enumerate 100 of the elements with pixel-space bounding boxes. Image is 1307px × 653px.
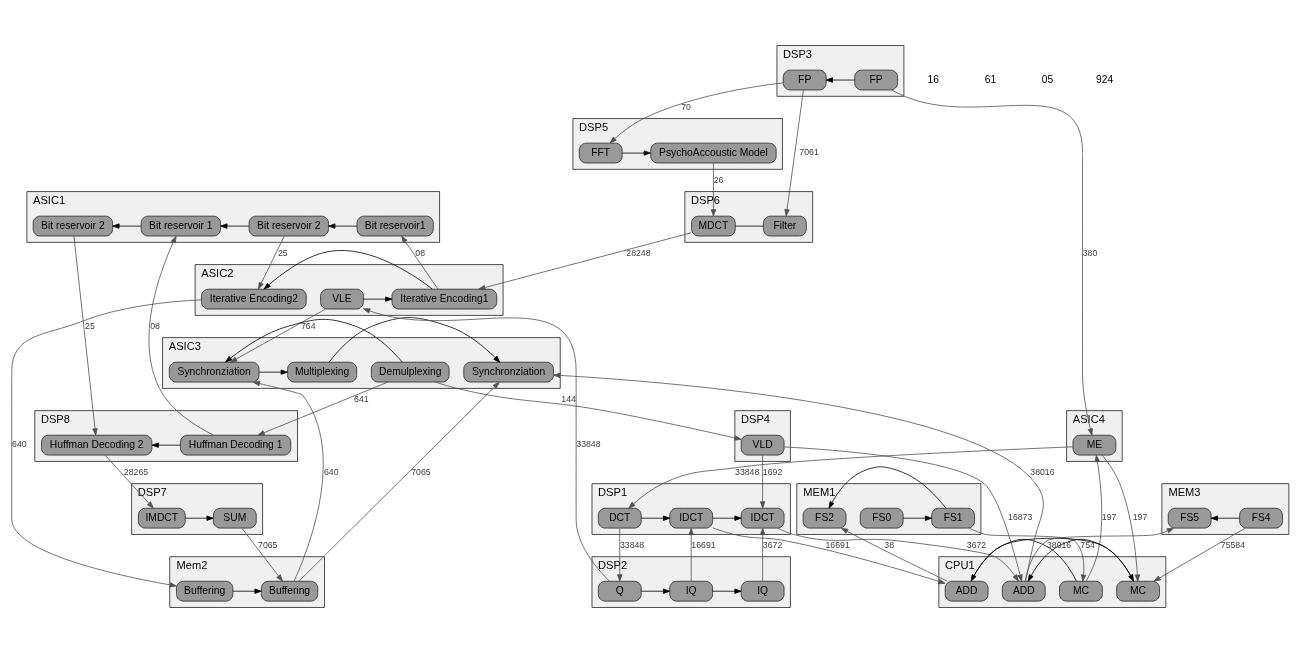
arrow bbox=[902, 515, 933, 521]
node-box: Huffman Decoding 2 bbox=[41, 434, 153, 456]
arrow bbox=[891, 89, 1093, 436]
arrow bbox=[241, 527, 283, 582]
label: 61 bbox=[984, 73, 997, 85]
arrow bbox=[1085, 454, 1103, 582]
arrow bbox=[712, 588, 742, 594]
arrow bbox=[710, 162, 717, 217]
arrow bbox=[232, 588, 262, 594]
edge-label: 08 bbox=[415, 247, 425, 258]
arrow bbox=[1153, 527, 1246, 582]
node-box: ME bbox=[1072, 434, 1117, 456]
node-box: Bit reservoir 1 bbox=[140, 215, 221, 237]
edge-label: 197 bbox=[1101, 512, 1117, 523]
node-box: SUM bbox=[213, 507, 257, 529]
node-box: MDCT bbox=[691, 215, 736, 237]
node-box: FS2 bbox=[802, 507, 847, 529]
node-box: IDCT bbox=[669, 507, 714, 529]
edge-label: 16873 bbox=[1008, 512, 1033, 523]
edge-label: 640 bbox=[323, 466, 339, 477]
edge-label: 75584 bbox=[1220, 539, 1246, 550]
arrow bbox=[185, 515, 214, 521]
node-box: Bit reservoir1 bbox=[356, 215, 434, 237]
edge-label: 38 bbox=[884, 539, 895, 550]
edge-label: 1692 bbox=[762, 466, 783, 477]
label: 05 bbox=[1041, 73, 1054, 85]
node-box: FP bbox=[782, 69, 827, 91]
arrow bbox=[363, 296, 393, 302]
connector bbox=[735, 225, 764, 227]
arrow bbox=[784, 89, 804, 217]
node-box: DCT bbox=[597, 507, 642, 529]
edge-label: 38016 bbox=[1030, 466, 1055, 477]
arrow bbox=[617, 527, 623, 582]
arrow bbox=[760, 527, 766, 582]
arrow bbox=[825, 77, 856, 83]
node-box: IMDCT bbox=[138, 507, 186, 529]
arrow bbox=[760, 454, 766, 509]
edge-label: 08 bbox=[150, 320, 160, 331]
arrow bbox=[640, 588, 671, 594]
arrow bbox=[969, 527, 1087, 582]
arrow bbox=[258, 369, 288, 375]
node-box: Huffman Decoding 1 bbox=[180, 434, 292, 456]
arrow bbox=[230, 308, 326, 363]
node-box: Synchronziation bbox=[463, 361, 554, 383]
edge-label: 197 bbox=[1132, 512, 1148, 523]
edge-label: 640 bbox=[12, 439, 27, 450]
arrow bbox=[104, 454, 154, 509]
node-box: FS5 bbox=[1167, 507, 1212, 529]
node-box: Demulplexing bbox=[370, 361, 450, 383]
edge-label: 3672 bbox=[762, 539, 783, 550]
arrow bbox=[783, 446, 1023, 582]
node-box: Synchronziation bbox=[168, 361, 260, 383]
arrow bbox=[688, 527, 694, 582]
node-box: ADD bbox=[1001, 580, 1046, 602]
node-box: FS0 bbox=[859, 507, 904, 529]
arrow bbox=[220, 223, 250, 229]
arrow bbox=[777, 527, 1019, 582]
node-box: Iterative Encoding2 bbox=[201, 288, 307, 310]
edge-label: 16691 bbox=[691, 539, 716, 550]
label: 16 bbox=[927, 73, 940, 85]
arrow bbox=[363, 308, 610, 582]
node-box: Q bbox=[597, 580, 642, 602]
node-box: IQ bbox=[669, 580, 714, 602]
node-box: VLD bbox=[740, 434, 785, 456]
edge-label: 33848 bbox=[735, 466, 760, 477]
arrow bbox=[263, 250, 433, 290]
arrow bbox=[434, 381, 742, 441]
edge-label: 28248 bbox=[626, 247, 651, 258]
edge-label: 70 bbox=[681, 101, 691, 112]
edge-label: 3672 bbox=[966, 539, 987, 550]
arrow bbox=[298, 381, 500, 582]
arrow bbox=[609, 82, 784, 144]
arrow bbox=[621, 150, 651, 156]
edge-label: 25 bbox=[85, 320, 95, 331]
node-box: Filter bbox=[763, 215, 807, 237]
arrow bbox=[712, 527, 946, 585]
edge-label: 380 bbox=[1082, 247, 1098, 258]
node-box: Iterative Encoding1 bbox=[391, 288, 498, 310]
node-box: Bit reservoir 2 bbox=[248, 215, 329, 237]
edge-label: 144 bbox=[561, 393, 576, 404]
arrow bbox=[328, 223, 358, 229]
node-box: FS1 bbox=[931, 507, 975, 529]
arrow bbox=[828, 466, 947, 509]
edge-label: 16691 bbox=[825, 539, 850, 550]
arrow bbox=[148, 235, 215, 436]
edge-label: 7065 bbox=[258, 539, 278, 550]
label: 924 bbox=[1096, 73, 1114, 85]
arrow bbox=[1210, 515, 1241, 521]
node-box: IQ bbox=[740, 580, 785, 602]
edge-label: 33848 bbox=[619, 539, 645, 550]
node-box: VLE bbox=[320, 288, 364, 310]
edge-label: 7061 bbox=[799, 147, 819, 158]
node-box: Buffering bbox=[261, 580, 319, 602]
arrow bbox=[225, 318, 403, 363]
arrow bbox=[252, 381, 324, 582]
edge-label: 764 bbox=[300, 320, 316, 331]
node-box: FS4 bbox=[1239, 507, 1283, 529]
arrow bbox=[401, 235, 439, 290]
arrow bbox=[553, 372, 1044, 582]
node-box: Multiplexing bbox=[287, 361, 358, 383]
